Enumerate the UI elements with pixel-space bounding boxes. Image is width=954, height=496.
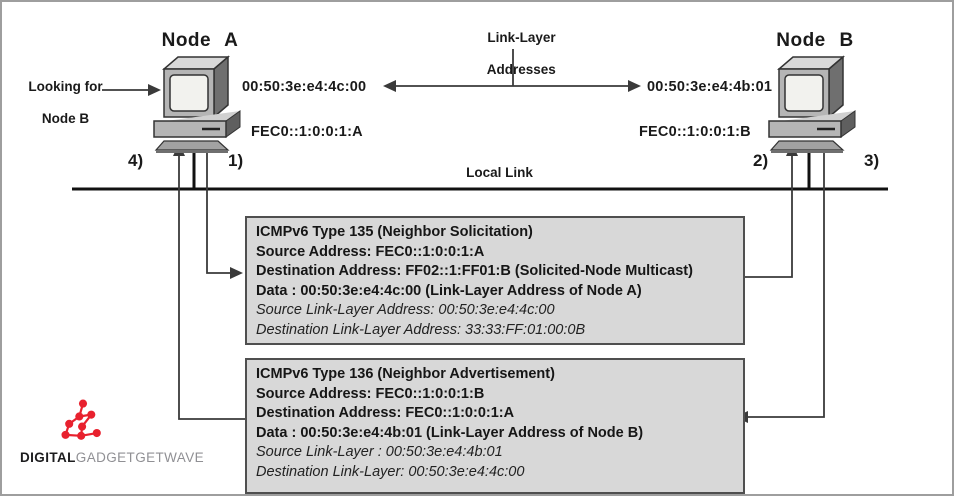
step-3-label: 3) [864, 151, 880, 170]
msg-line-italic: Source Link-Layer : 00:50:3e:e4:4b:01 [256, 444, 503, 460]
node-a-ipv6-address: FEC0::1:0:0:1:A [251, 124, 363, 140]
logo-wordmark: DIGITALGADGETGETWAVE [20, 450, 204, 465]
local-link-label: Local Link [466, 165, 533, 180]
link-layer-double-arrow [383, 49, 641, 92]
looking-for-label: Looking for Node B [28, 79, 103, 126]
step-2-label: 2) [753, 151, 769, 170]
logo-text-light: GADGETGETWAVE [75, 450, 205, 465]
network-dots-icon [61, 399, 101, 440]
flow-step3-line [735, 152, 825, 423]
node-a-computer-icon [152, 55, 242, 155]
neighbor-advertisement-box: ICMPv6 Type 136 (Neighbor Advertisement)… [245, 358, 745, 494]
msg-line: Data : 00:50:3e:e4:4b:01 (Link-Layer Add… [256, 424, 644, 441]
node-a-title: Node A [161, 30, 239, 51]
step-1-label: 1) [228, 151, 244, 170]
logo-text-bold: DIGITAL [20, 450, 76, 465]
msg-line-italic: Destination Link-Layer: 00:50:3e:e4:4c:0… [256, 463, 525, 480]
node-b-computer-icon [767, 55, 857, 155]
digitalgadgetwave-logo: DIGITALGADGETGETWAVE [20, 398, 204, 465]
flow-step4-line [173, 143, 245, 420]
msg-title: ICMPv6 Type 135 (Neighbor Solicitation) [256, 224, 533, 240]
node-b-title: Node B [776, 30, 854, 51]
msg-line-italic: Destination Link-Layer Address: 33:33:FF… [256, 321, 586, 338]
neighbor-solicitation-box: ICMPv6 Type 135 (Neighbor Solicitation) … [245, 216, 745, 345]
looking-for-arrow [102, 84, 161, 96]
node-b-mac-address: 00:50:3e:e4:4b:01 [647, 79, 773, 95]
msg-line: Destination Address: FEC0::1:0:0:1:A [256, 405, 515, 421]
step-4-label: 4) [128, 151, 144, 170]
msg-line: Source Address: FEC0::1:0:0:1:A [256, 243, 485, 260]
msg-title: ICMPv6 Type 136 (Neighbor Advertisement) [256, 366, 555, 382]
link-layer-addresses-label: Link-Layer Addresses [486, 30, 556, 77]
flow-step1-line [206, 152, 243, 279]
msg-line: Source Address: FEC0::1:0:0:1:B [256, 385, 485, 402]
msg-line-italic: Source Link-Layer Address: 00:50:3e:e4:4… [256, 302, 555, 318]
node-a-mac-address: 00:50:3e:e4:4c:00 [242, 79, 367, 95]
msg-line: Data : 00:50:3e:e4:4c:00 (Link-Layer Add… [256, 282, 642, 299]
msg-line: Destination Address: FF02::1:FF01:B (Sol… [256, 263, 693, 279]
node-b-ipv6-address: FEC0::1:0:0:1:B [639, 124, 751, 140]
